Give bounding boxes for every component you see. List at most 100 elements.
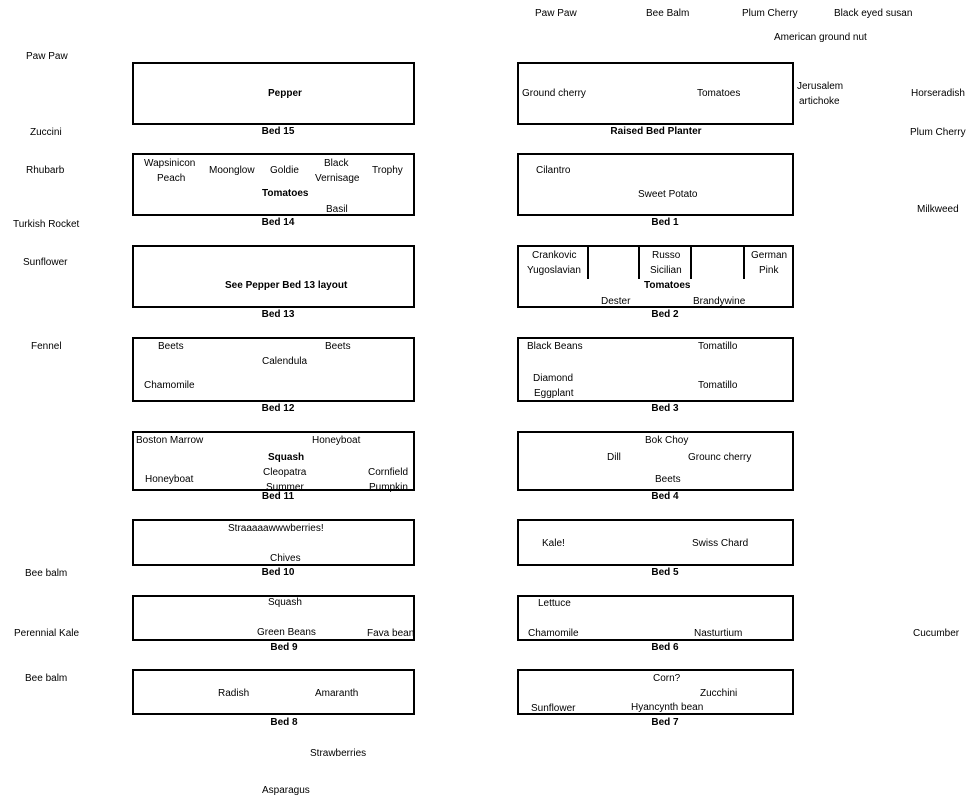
bed-5-label: Bed 5 <box>651 567 679 578</box>
bed-15-label: Bed 15 <box>261 126 295 137</box>
bed-1-label: Bed 1 <box>651 217 679 228</box>
bed-2 <box>517 245 794 308</box>
bottom-label-asparagus: Asparagus <box>262 785 310 796</box>
bed-13-title: See Pepper Bed 13 layout <box>225 280 348 291</box>
bed-3-tomatillo-2: Tomatillo <box>698 380 738 391</box>
bed-3-eggplant: Eggplant <box>534 388 574 399</box>
bed-8-label: Bed 8 <box>270 717 298 728</box>
bed-6-nasturtium: Nasturtium <box>694 628 743 639</box>
top-label-paw-paw: Paw Paw <box>535 8 577 19</box>
label-artichoke: artichoke <box>799 96 840 107</box>
bed-3-label: Bed 3 <box>651 403 679 414</box>
bed-15-title: Pepper <box>268 88 302 99</box>
top-label-plum-cherry: Plum Cherry <box>742 8 798 19</box>
bed-11-honeyboat-1: Honeyboat <box>312 435 361 446</box>
bed-14-title: Tomatoes <box>262 188 309 199</box>
bed-11-boston-marrow: Boston Marrow <box>136 435 204 446</box>
bed-14-variety-4b: Vernisage <box>315 173 360 184</box>
bed-2-divider-4 <box>743 245 745 279</box>
bed-2-title: Tomatoes <box>644 280 691 291</box>
bed-9-fava-bean: Fava bean <box>367 628 415 639</box>
raised-bed-tomatoes: Tomatoes <box>697 88 741 99</box>
raised-bed-planter <box>517 62 794 125</box>
bed-4-beets: Beets <box>655 474 681 485</box>
top-label-black-eyed-susan: Black eyed susan <box>834 8 913 19</box>
bed-14-variety-1a: Wapsinicon <box>144 158 196 169</box>
bed-9 <box>132 595 415 641</box>
bed-11-pumpkin: Pumpkin <box>369 482 408 493</box>
bed-14-variety-1b: Peach <box>157 173 186 184</box>
bed-14-basil: Basil <box>326 204 348 215</box>
bed-14-variety-3: Goldie <box>270 165 299 176</box>
bed-7 <box>517 669 794 715</box>
left-label-turkish-rocket: Turkish Rocket <box>13 219 80 230</box>
bed-2-variety-3a: German <box>751 250 788 261</box>
bed-2-variety-2a: Russo <box>652 250 681 261</box>
bed-2-variety-3b: Pink <box>759 265 779 276</box>
bed-10 <box>132 519 415 566</box>
label-jerusalem: Jerusalem <box>797 81 844 92</box>
bed-12-beets-1: Beets <box>158 341 184 352</box>
bed-1-sweet-potato: Sweet Potato <box>638 189 698 200</box>
bed-11-summer: Summer <box>266 482 304 493</box>
bed-4-dill: Dill <box>607 452 621 463</box>
bed-11-cleopatra: Cleopatra <box>263 467 307 478</box>
bed-10-strawberries: Straaaaawwwberries! <box>228 523 324 534</box>
bed-13-label: Bed 13 <box>261 309 295 320</box>
bed-9-green-beans: Green Beans <box>257 627 316 638</box>
bed-9-label: Bed 9 <box>270 642 298 653</box>
bed-2-variety-1b: Yugoslavian <box>527 265 581 276</box>
bed-4-label: Bed 4 <box>651 491 679 502</box>
left-label-fennel: Fennel <box>31 341 62 352</box>
bed-12-chamomile: Chamomile <box>144 380 195 391</box>
left-label-rhubarb: Rhubarb <box>26 165 65 176</box>
bed-12-label: Bed 12 <box>261 403 295 414</box>
bed-4 <box>517 431 794 491</box>
right-label-plum-cherry: Plum Cherry <box>910 127 966 138</box>
left-label-bee-balm-2: Bee balm <box>25 673 68 684</box>
bed-7-label: Bed 7 <box>651 717 679 728</box>
bed-9-squash: Squash <box>268 597 302 608</box>
bed-8-amaranth: Amaranth <box>315 688 359 699</box>
bed-12-beets-2: Beets <box>325 341 351 352</box>
left-label-bee-balm: Bee balm <box>25 568 68 579</box>
bed-6-lettuce: Lettuce <box>538 598 571 609</box>
bed-12-calendula: Calendula <box>262 356 308 367</box>
bed-3-tomatillo-1: Tomatillo <box>698 341 738 352</box>
bed-7-zucchini: Zucchini <box>700 688 738 699</box>
bed-7-hyacinth-bean: Hyancynth bean <box>631 702 704 713</box>
bed-2-divider-1 <box>587 245 589 279</box>
bed-11-label: Bed 11 <box>261 491 295 502</box>
bed-2-variety-2b: Sicilian <box>650 265 682 276</box>
left-label-zuccini: Zuccini <box>30 127 62 138</box>
bed-11-cornfield: Cornfield <box>368 467 409 478</box>
bed-2-brandywine: Brandywine <box>693 296 746 307</box>
bed-11 <box>132 431 415 491</box>
bed-8 <box>132 669 415 715</box>
bed-14-variety-2: Moonglow <box>209 165 255 176</box>
bed-7-corn: Corn? <box>653 673 681 684</box>
left-label-perennial-kale: Perennial Kale <box>14 628 80 639</box>
left-label-paw-paw: Paw Paw <box>26 51 68 62</box>
bed-2-dester: Dester <box>601 296 631 307</box>
bottom-label-strawberries: Strawberries <box>310 748 367 759</box>
bed-6-label: Bed 6 <box>651 642 679 653</box>
bed-2-label: Bed 2 <box>651 309 679 320</box>
bed-4-bok-choy: Bok Choy <box>645 435 689 446</box>
bed-14-label: Bed 14 <box>261 217 295 228</box>
bed-6-chamomile: Chamomile <box>528 628 579 639</box>
raised-bed-label: Raised Bed Planter <box>610 126 702 137</box>
bed-11-honeyboat-2: Honeyboat <box>145 474 194 485</box>
bed-10-chives: Chives <box>270 553 301 564</box>
top-label-bee-balm: Bee Balm <box>646 8 690 19</box>
right-label-cucumber: Cucumber <box>913 628 960 639</box>
bed-1 <box>517 153 794 216</box>
raised-bed-ground-cherry: Ground cherry <box>522 88 586 99</box>
right-label-milkweed: Milkweed <box>917 204 959 215</box>
bed-13 <box>132 245 415 308</box>
bed-3-black-beans: Black Beans <box>527 341 583 352</box>
bed-15 <box>132 62 415 125</box>
top-label-american-ground-nut: American ground nut <box>774 32 867 43</box>
bed-14 <box>132 153 415 216</box>
bed-5-swiss-chard: Swiss Chard <box>692 538 749 549</box>
